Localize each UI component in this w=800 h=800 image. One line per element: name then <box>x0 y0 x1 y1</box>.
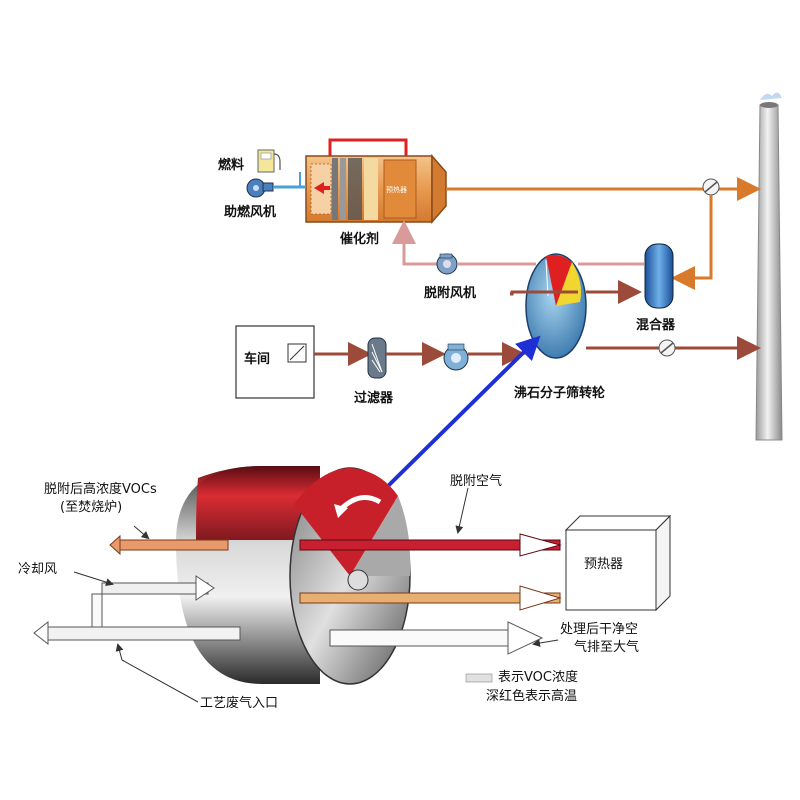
leader-inlet <box>115 643 199 703</box>
legend-voc-label: 表示VOC浓度 <box>498 670 578 685</box>
process-inlet-duct <box>33 620 241 646</box>
leader-cooling <box>73 571 114 587</box>
clean-exhaust-sublabel: 气排至大气 <box>574 640 640 655</box>
catalyst-label: 催化剂 <box>340 232 380 247</box>
mixer <box>644 243 674 309</box>
desorbed-vocs-label: 脱附后高浓度VOCs <box>44 482 157 497</box>
hot-gas-line <box>510 290 578 296</box>
bypass-line <box>671 195 713 290</box>
zoom-connector-arrow <box>386 335 541 488</box>
preheater-label: 预热器 <box>584 557 624 572</box>
preheater-box <box>564 514 672 612</box>
desorbed-vocs-duct <box>109 534 229 556</box>
cooling-air-label: 冷却风 <box>18 562 58 577</box>
burner-fan-label: 助燃风机 <box>224 205 277 220</box>
desorption-fan-icon <box>436 253 458 275</box>
fuel-pump-icon <box>257 149 281 173</box>
process-inlet-label: 工艺废气入口 <box>200 696 279 711</box>
main-fan-icon <box>443 343 469 371</box>
legend-temperature-label: 深红色表示高温 <box>486 689 578 704</box>
rotor-label: 沸石分子筛转轮 <box>514 386 606 401</box>
reactor-preheater-tag: 预热器 <box>386 186 407 194</box>
cooling-return-duct <box>299 585 562 611</box>
desorption-air-label: 脱附空气 <box>450 474 503 489</box>
filter-icon <box>367 337 387 379</box>
workshop-label: 车间 <box>244 352 271 367</box>
leader-desorbed <box>133 525 150 540</box>
leader-desorption-air <box>455 487 469 534</box>
desorbed-vocs-sublabel: (至焚烧炉) <box>60 500 123 515</box>
catalytic-reactor <box>305 138 447 224</box>
desorption-air-duct <box>299 533 562 557</box>
clean-exhaust-label: 处理后干净空 <box>560 622 639 637</box>
desorption-return-line <box>402 226 437 266</box>
rotor-drum <box>176 466 411 685</box>
legend-swatch <box>465 673 493 683</box>
mixer-label: 混合器 <box>636 318 676 333</box>
chimney <box>755 92 783 441</box>
leader-clean-air <box>532 639 559 647</box>
zeolite-rotor-wheel <box>525 253 587 359</box>
clean-exhaust-duct <box>329 621 544 655</box>
valve-icon-bottom <box>658 339 676 357</box>
valve-icon-top <box>702 178 720 196</box>
burner-fan-icon <box>246 178 274 198</box>
desorption-fan-label: 脱附风机 <box>424 286 477 301</box>
workshop-box <box>235 325 315 399</box>
filter-label: 过滤器 <box>354 391 394 406</box>
fuel-label: 燃料 <box>218 158 245 173</box>
